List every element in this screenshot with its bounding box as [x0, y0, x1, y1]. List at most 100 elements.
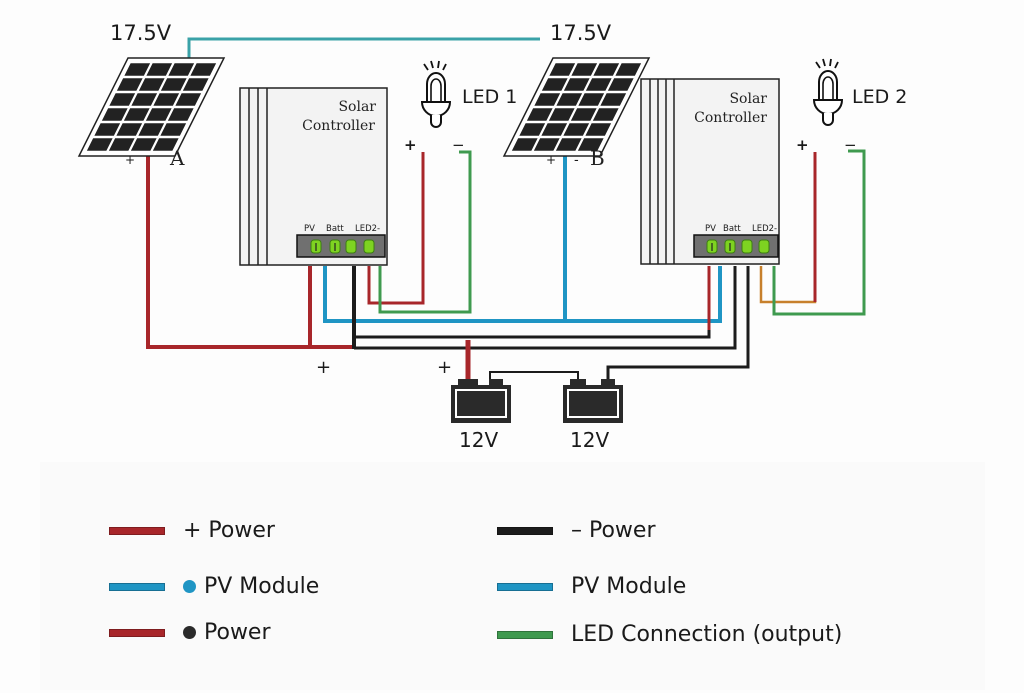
- wire-battery-series: [489, 371, 579, 385]
- wire-panel-link: [187, 37, 540, 60]
- light-ray: [834, 61, 839, 69]
- controller-2-port-batt: Batt: [723, 224, 741, 234]
- solar-cell: [533, 138, 560, 151]
- solar-cell: [549, 63, 576, 76]
- wire-led1-positive: [367, 152, 425, 305]
- led-1-label: LED 1: [462, 86, 517, 108]
- solar-cell: [138, 123, 165, 136]
- solar-panel-a: [77, 57, 226, 157]
- solar-cell: [511, 138, 538, 151]
- wire-neg-bus-2: [354, 266, 737, 350]
- wire-led1-negative: [378, 150, 472, 314]
- light-ray: [829, 58, 832, 67]
- solar-cell: [585, 123, 612, 136]
- controller-1-title-line1: Solar: [338, 99, 376, 115]
- legend-swatch: [109, 628, 165, 637]
- legend-label: – Power: [571, 518, 656, 543]
- solar-cell: [190, 63, 217, 76]
- solar-cell: [160, 123, 187, 136]
- solar-cell: [168, 63, 195, 76]
- panel-b-label: B: [590, 146, 605, 170]
- solar-cell: [585, 78, 612, 91]
- led-2-bulb-icon: [812, 58, 844, 126]
- wire-pv-bus: [323, 266, 722, 323]
- solar-cell: [563, 123, 590, 136]
- solar-cell: [600, 93, 627, 106]
- solar-cell: [175, 93, 202, 106]
- solar-cell: [101, 108, 128, 121]
- solar-cell: [534, 93, 561, 106]
- controller-1-port-led: LED2-: [355, 224, 380, 234]
- controller-1-port-pv: PV: [304, 224, 315, 234]
- solar-cell: [146, 63, 173, 76]
- controller-2-port-led: LED2-: [752, 224, 777, 234]
- battery-2-voltage: 12V: [570, 428, 609, 452]
- solar-cell: [86, 138, 113, 151]
- led-2-label: LED 2: [852, 86, 907, 108]
- panel-a-voltage: 17.5V: [110, 21, 172, 45]
- panel-b-plus: +: [546, 153, 556, 167]
- controller-1-title-line2: Controller: [302, 118, 375, 134]
- solar-cell: [94, 123, 121, 136]
- led-1-minus: −: [452, 136, 465, 154]
- solar-cell: [577, 138, 604, 151]
- solar-cell: [592, 108, 619, 121]
- controller-2-port-pv: PV: [705, 224, 716, 234]
- battery-2-icon: [563, 379, 623, 423]
- solar-cell: [153, 93, 180, 106]
- solar-cell: [145, 108, 172, 121]
- status-led-icon: [345, 239, 357, 254]
- legend-item-power-dot: Power: [109, 620, 271, 645]
- light-ray: [423, 63, 429, 71]
- solar-cell: [563, 78, 590, 91]
- solar-cell: [593, 63, 620, 76]
- legend-background: [40, 462, 985, 690]
- junction-plus-2: +: [437, 357, 452, 378]
- solar-cell: [152, 138, 179, 151]
- solar-cell: [160, 78, 187, 91]
- led-2-plus: +: [796, 136, 809, 154]
- solar-cell: [607, 78, 634, 91]
- legend-item-pv-module-dot: PV Module: [109, 574, 319, 599]
- solar-cell: [571, 63, 598, 76]
- wire-neg-bus-3: [606, 266, 750, 385]
- solar-cell: [182, 78, 209, 91]
- legend-dot-icon: [183, 580, 196, 593]
- legend-label: PV Module: [204, 574, 320, 599]
- led-1-bulb-icon: [420, 60, 452, 128]
- solar-cell: [555, 138, 582, 151]
- wire-panel-a-positive: [146, 154, 312, 349]
- solar-cell: [108, 138, 135, 151]
- legend-label: PV Module: [571, 574, 687, 599]
- solar-controller-2: Solar Controller PV Batt LED2-: [640, 78, 780, 265]
- panel-b-voltage: 17.5V: [550, 21, 612, 45]
- solar-cell: [167, 108, 194, 121]
- solar-cell: [526, 108, 553, 121]
- solar-cell: [556, 93, 583, 106]
- controller-2-title-line2: Controller: [694, 110, 767, 126]
- legend-swatch: [109, 526, 165, 535]
- junction-plus-1: +: [316, 357, 331, 378]
- solar-cell: [124, 63, 151, 76]
- status-led-icon: [758, 239, 770, 254]
- light-ray: [822, 58, 826, 67]
- panel-a-label: A: [169, 146, 185, 170]
- status-led-icon: [741, 239, 753, 254]
- light-ray: [430, 60, 434, 69]
- legend-item-led-connection: LED Connection (output): [497, 622, 842, 647]
- solar-cell: [541, 78, 568, 91]
- legend-swatch: [109, 582, 165, 591]
- legend-swatch: [497, 526, 553, 535]
- solar-panel-b: [502, 57, 651, 157]
- solar-cell: [109, 93, 136, 106]
- solar-cell: [570, 108, 597, 121]
- status-led-icon: [363, 239, 375, 254]
- solar-cell: [130, 138, 157, 151]
- legend-label: LED Connection (output): [571, 622, 843, 647]
- legend-item-pv-module: PV Module: [497, 574, 686, 599]
- solar-cell: [131, 93, 158, 106]
- legend-label: Power: [204, 620, 271, 645]
- solar-cell: [116, 123, 143, 136]
- legend-dot-icon: [183, 626, 196, 639]
